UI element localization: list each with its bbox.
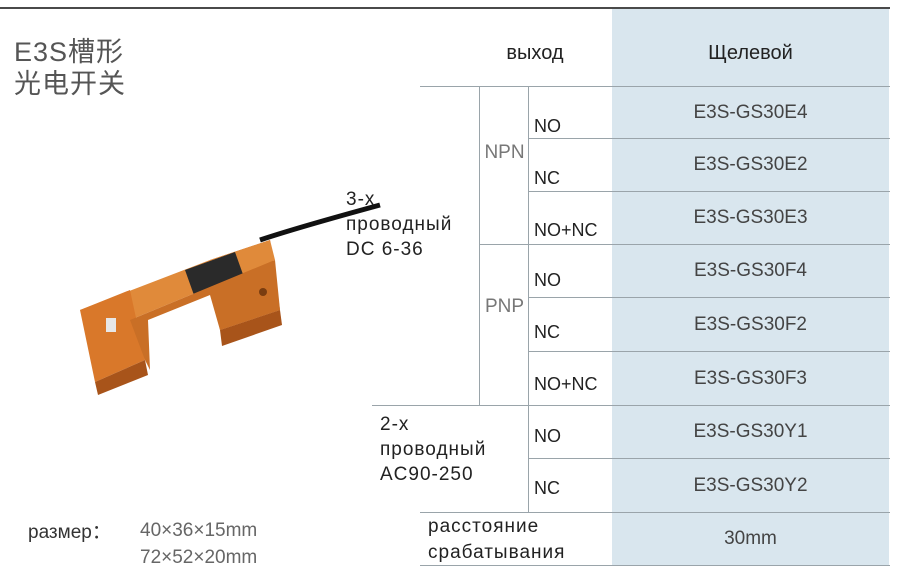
model-cell: E3S-GS30E2 [693, 154, 808, 175]
group-dc-3wire: 3-х проводный DC 6-36 [346, 189, 453, 260]
title-line-1: E3S槽形 [14, 37, 125, 67]
header-rule [420, 86, 890, 87]
output-cell: NO [534, 115, 561, 136]
output-cell: NC [534, 477, 560, 498]
size-value-2: 72×52×20mm [140, 547, 258, 568]
sensor-cable [259, 202, 381, 243]
title-line-2: 光电开关 [14, 69, 126, 99]
output-cell: NO+NC [534, 373, 598, 394]
output-cell: NO [534, 269, 561, 290]
sensing-distance-value: 30mm [724, 528, 777, 549]
product-title: E3S槽形 光电开关 [14, 36, 126, 100]
column-header-output: выход [506, 41, 564, 64]
output-cell: NO+NC [534, 219, 598, 240]
size-value-1: 40×36×15mm [140, 520, 258, 541]
model-cell: E3S-GS30F3 [694, 367, 807, 389]
model-cell: E3S-GS30Y2 [693, 474, 808, 496]
model-cell: E3S-GS30F4 [694, 260, 807, 281]
top-rule [0, 7, 890, 9]
sensor-front-face [130, 260, 280, 370]
output-cell: NC [534, 321, 560, 342]
size-values: 40×36×15mm 72×52×20mm [140, 517, 257, 571]
model-column-shade [612, 9, 889, 565]
model-cell: E3S-GS30F2 [694, 313, 807, 335]
column-header-type: Щелевой [708, 41, 793, 64]
model-cell: E3S-GS30E4 [693, 101, 808, 123]
model-cell: E3S-GS30E3 [693, 207, 808, 228]
sensor-left-arm [80, 290, 145, 382]
mounting-hole [259, 288, 267, 296]
polarity-npn: NPN [484, 142, 525, 163]
slot-sensor-image [80, 202, 381, 395]
sensing-distance-label: расстояние срабатывания [428, 516, 566, 563]
output-cell: NO [534, 425, 561, 446]
output-cell: NC [534, 167, 560, 188]
size-label: размер： [28, 522, 111, 543]
model-cell: E3S-GS30Y1 [693, 421, 808, 442]
group-ac-2wire: 2-х проводный AC90-250 [380, 414, 487, 485]
sensor-label-plate [185, 252, 245, 298]
sensor-lens [106, 318, 116, 332]
polarity-pnp: PNP [484, 296, 525, 317]
